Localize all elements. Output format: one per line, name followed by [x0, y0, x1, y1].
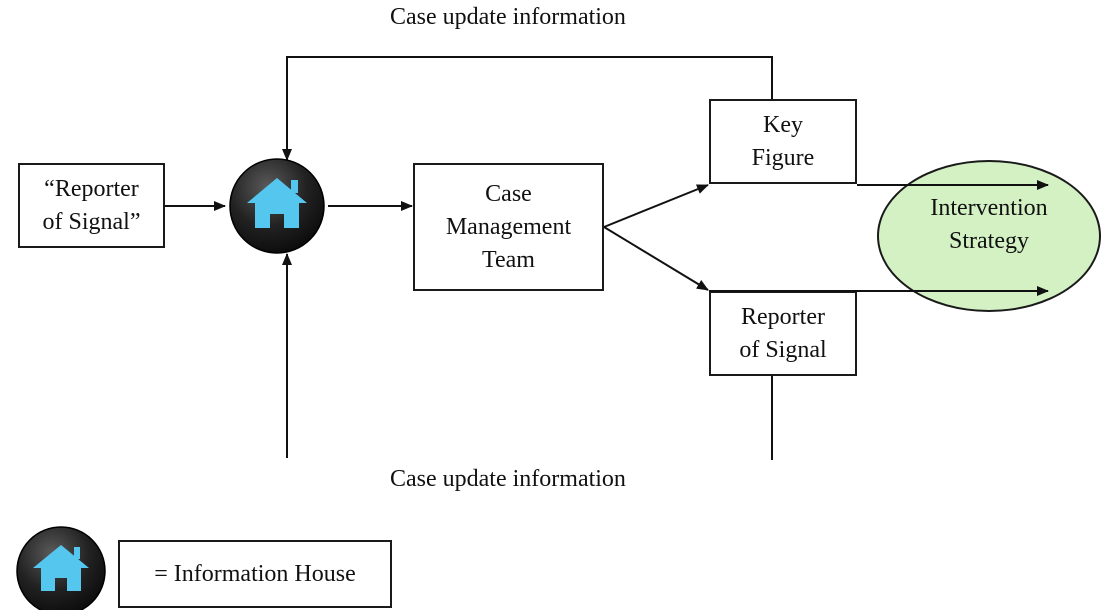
- legend-label: = Information House: [154, 560, 356, 587]
- caption-case-update-top: Case update information: [390, 4, 626, 30]
- connector-feedback-top: [282, 56, 773, 161]
- information-house-icon: [229, 158, 325, 254]
- node-label: Case Management Team: [445, 180, 572, 273]
- node-label: Reporter of Signal: [739, 303, 827, 363]
- node-reporter-of-signal: Reporter of Signal: [709, 291, 857, 376]
- connector-case-to-key-figure: [603, 184, 709, 228]
- connector-case-to-reporter-signal: [603, 226, 709, 291]
- node-reporter-of-signal-quoted: “Reporter of Signal”: [18, 163, 165, 248]
- node-intervention-strategy: Intervention Strategy: [877, 160, 1101, 312]
- node-label: Intervention Strategy: [930, 195, 1048, 254]
- legend-house-icon: [16, 526, 106, 610]
- node-label: “Reporter of Signal”: [42, 175, 141, 235]
- node-case-management-team: Case Management Team: [413, 163, 604, 291]
- node-label: Key Figure: [751, 111, 815, 171]
- caption-case-update-bottom: Case update information: [390, 466, 626, 492]
- node-key-figure: Key Figure: [709, 99, 857, 184]
- legend-box: = Information House: [118, 540, 392, 608]
